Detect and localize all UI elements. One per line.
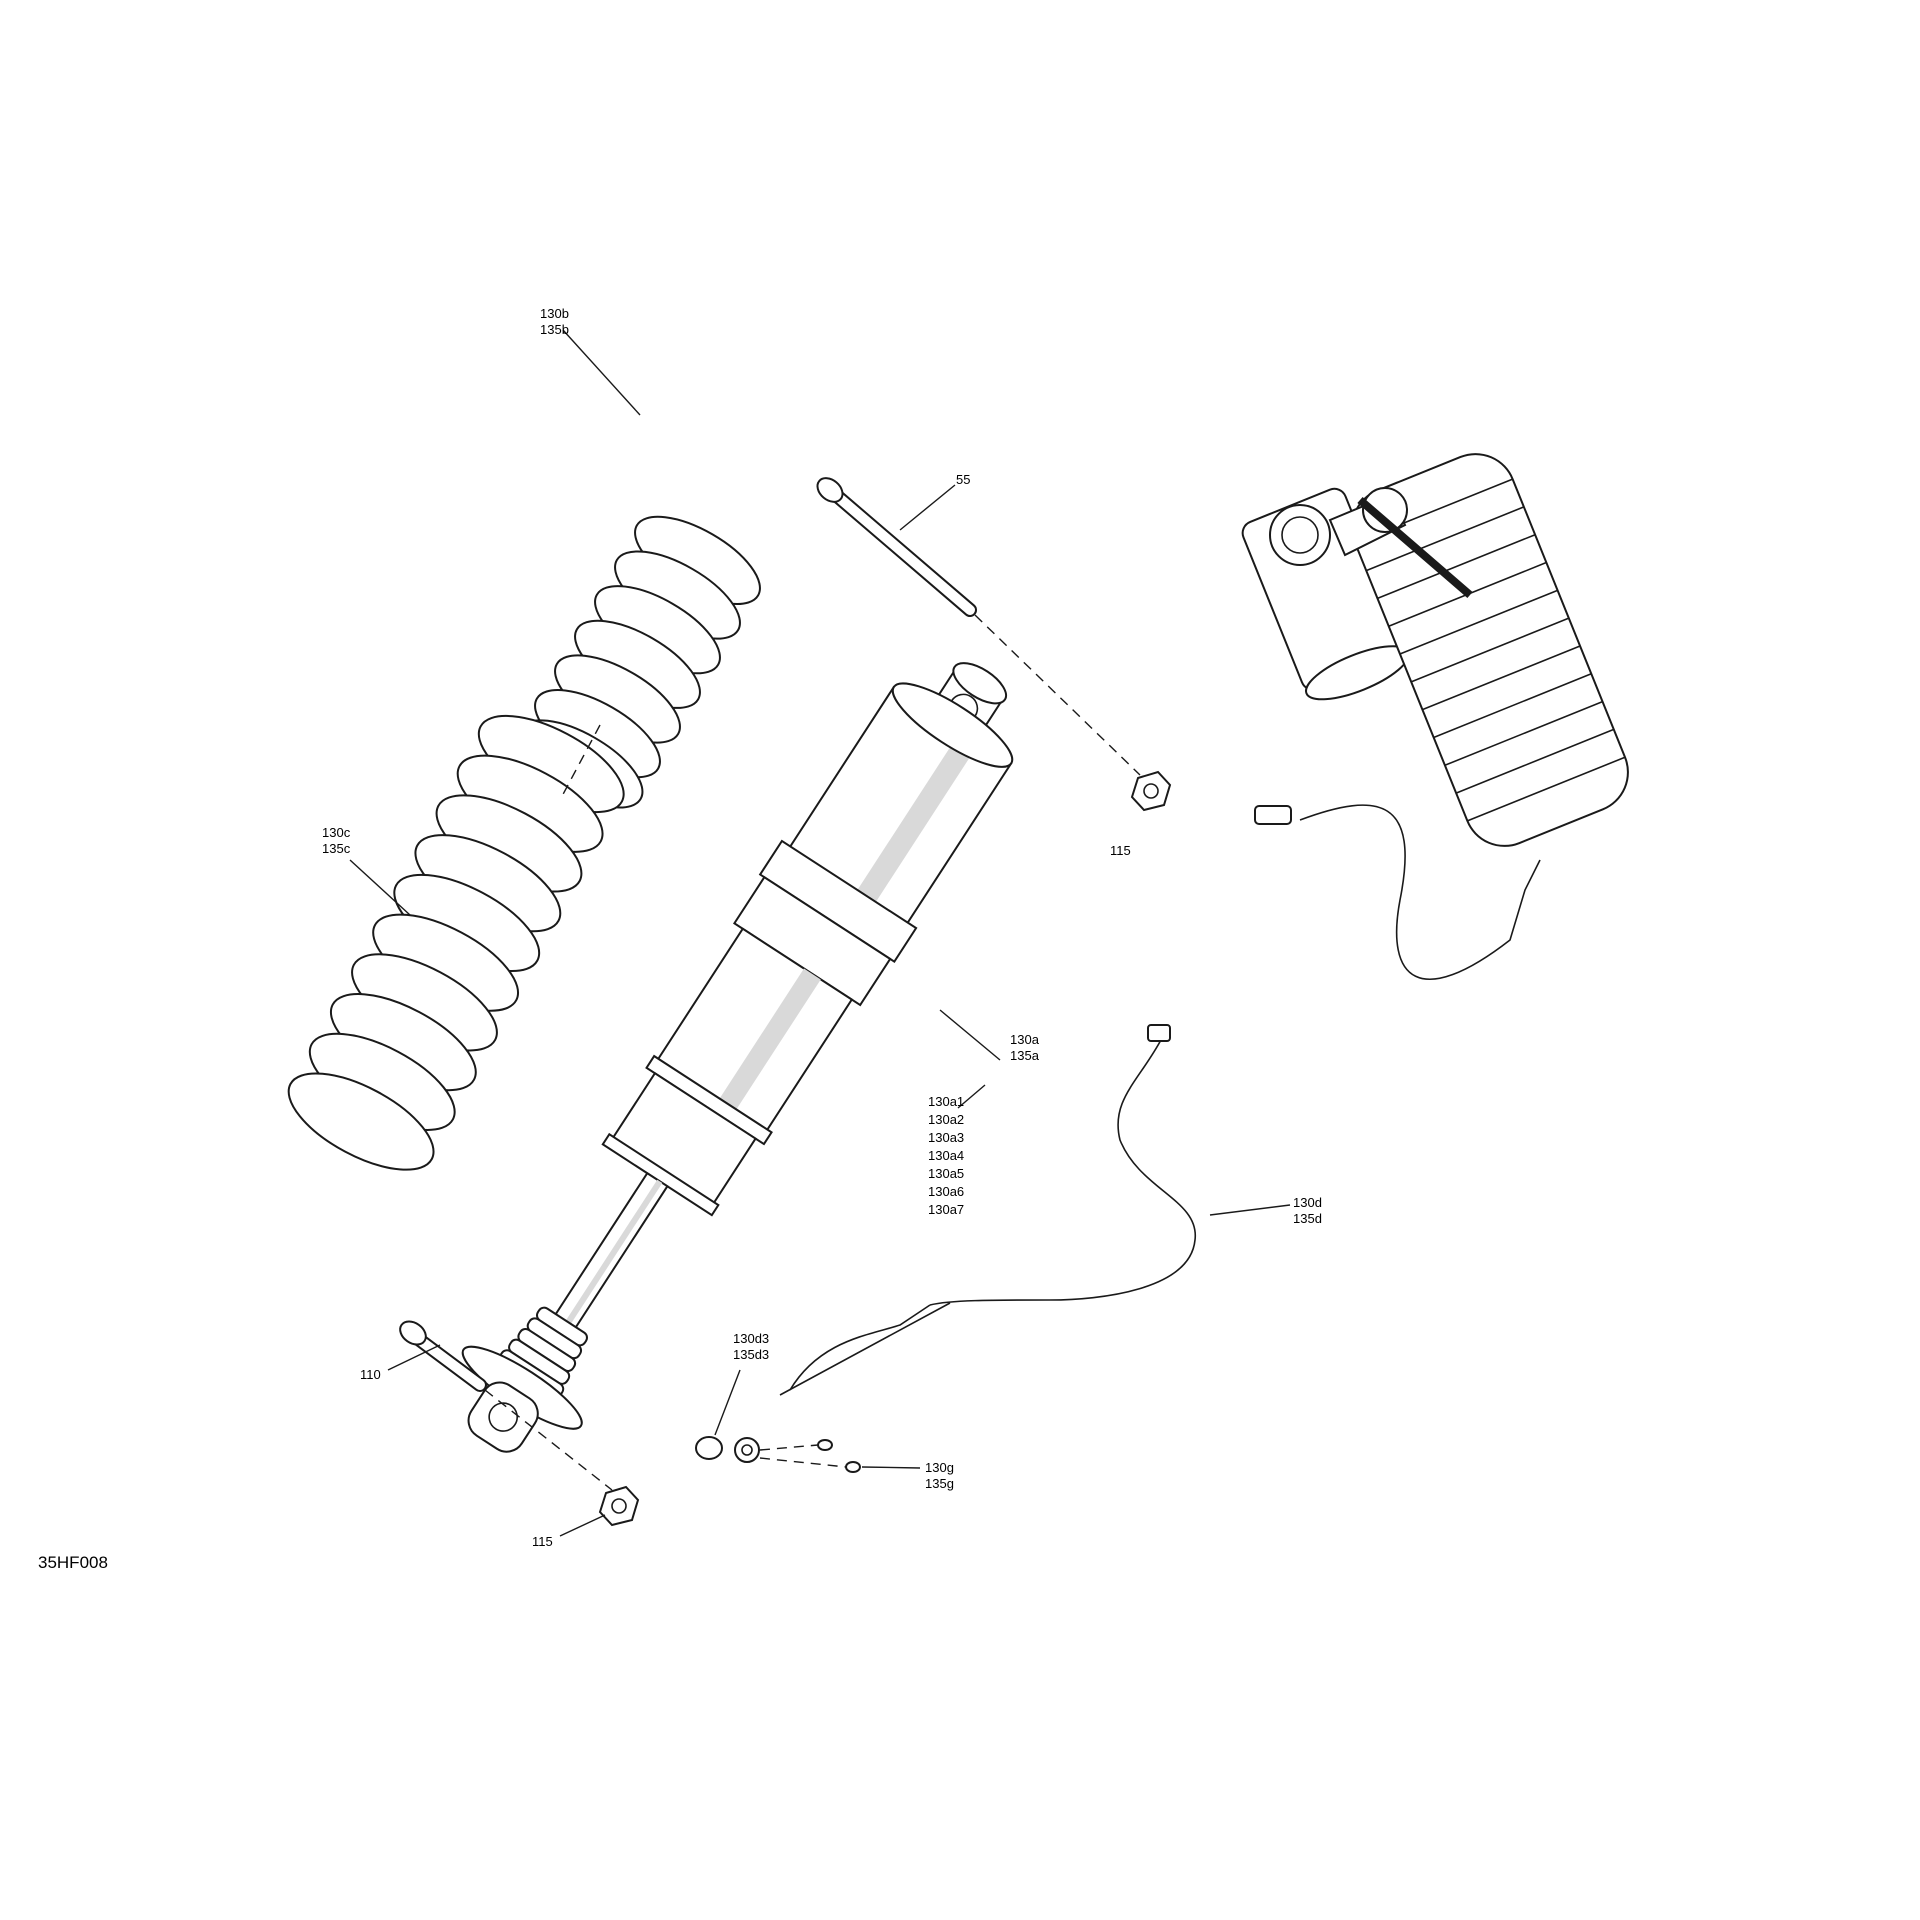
callout-55: 55 (956, 472, 970, 487)
callout-130a-list: 130a1 130a2 130a3 130a4 130a5 130a6 130a… (928, 1094, 968, 1217)
svg-text:130b 135b: 130b 135b (540, 306, 573, 337)
callout-130d3: 130d3 135d3 (733, 1331, 773, 1362)
lower-spring (287, 714, 625, 1171)
callout-110-line-1: 110 (360, 1367, 381, 1382)
callout-130a2: 130a2 (928, 1112, 964, 1127)
callout-130d3-line-2: 135d3 (733, 1347, 769, 1362)
callout-115-top-line-1: 115 (1110, 843, 1131, 858)
spring-axis-line (559, 724, 601, 801)
sensor-axis-line-2 (759, 1457, 847, 1468)
callout-130b-line-1: 130b (540, 306, 569, 321)
callout-130a5: 130a5 (928, 1166, 964, 1181)
sensor-parts (695, 1436, 861, 1473)
diagram-code: 35HF008 (38, 1553, 108, 1572)
callout-130d-line-2: 135d (1293, 1211, 1322, 1226)
callout-130d3-line-1: 130d3 (733, 1331, 769, 1346)
svg-text:130g 135g: 130g 135g (925, 1460, 958, 1491)
callout-130a-line-1: 130a (1010, 1032, 1040, 1047)
callout-130g-line-1: 130g (925, 1460, 954, 1475)
svg-text:130a1 130a2 130a3: 130a1 130a2 130a3 130a4 130a5 130a6 130a… (928, 1094, 968, 1217)
svg-text:55: 55 (956, 472, 970, 487)
callout-130a-line-2: 135a (1010, 1048, 1040, 1063)
callout-110: 110 (360, 1367, 381, 1382)
callout-130d: 130d 135d (1293, 1195, 1326, 1226)
callout-115-bottom-line-1: 115 (532, 1534, 553, 1549)
callout-130g-line-2: 135g (925, 1476, 954, 1491)
svg-text:130d3 135d3: 130d3 135d3 (733, 1331, 773, 1362)
callout-130c-line-2: 135c (322, 841, 351, 856)
svg-text:115: 115 (532, 1534, 553, 1549)
callout-130a4: 130a4 (928, 1148, 964, 1163)
callout-130g: 130g 135g (925, 1460, 958, 1491)
leader-lines (349, 329, 1291, 1537)
sensor-axis-line-1 (759, 1444, 819, 1451)
sensor-harness (779, 1024, 1196, 1396)
svg-text:110: 110 (360, 1367, 381, 1382)
main-shock-absorber (461, 662, 1014, 1453)
callout-130a7: 130a7 (928, 1202, 964, 1217)
bottom-bolt-axis-line (484, 1389, 613, 1491)
callout-130b: 130b 135b (540, 306, 573, 337)
callout-130a3: 130a3 (928, 1130, 964, 1145)
top-bolt-axis-line (974, 614, 1141, 776)
svg-text:130c 135c: 130c 135c (322, 825, 354, 856)
callout-130c: 130c 135c (322, 825, 354, 856)
callout-115-top: 115 (1110, 843, 1131, 858)
callout-130a: 130a 135a (1010, 1032, 1043, 1063)
callout-115-bottom: 115 (532, 1534, 553, 1549)
callout-130a6: 130a6 (928, 1184, 964, 1199)
callout-130d-line-1: 130d (1293, 1195, 1322, 1210)
assembled-shock-absorber (1241, 453, 1629, 980)
svg-text:115: 115 (1110, 843, 1131, 858)
bottom-bolt (399, 1320, 487, 1392)
callout-130c-line-1: 130c (322, 825, 351, 840)
svg-text:130a 135a: 130a 135a (1010, 1032, 1043, 1063)
callout-55-line-1: 55 (956, 472, 970, 487)
svg-text:130d 135d: 130d 135d (1293, 1195, 1326, 1226)
callout-130a1: 130a1 (928, 1094, 964, 1109)
callout-130b-line-2: 135b (540, 322, 569, 337)
top-nut (1130, 770, 1172, 812)
bottom-nut (598, 1485, 640, 1527)
top-bolt (816, 477, 977, 617)
